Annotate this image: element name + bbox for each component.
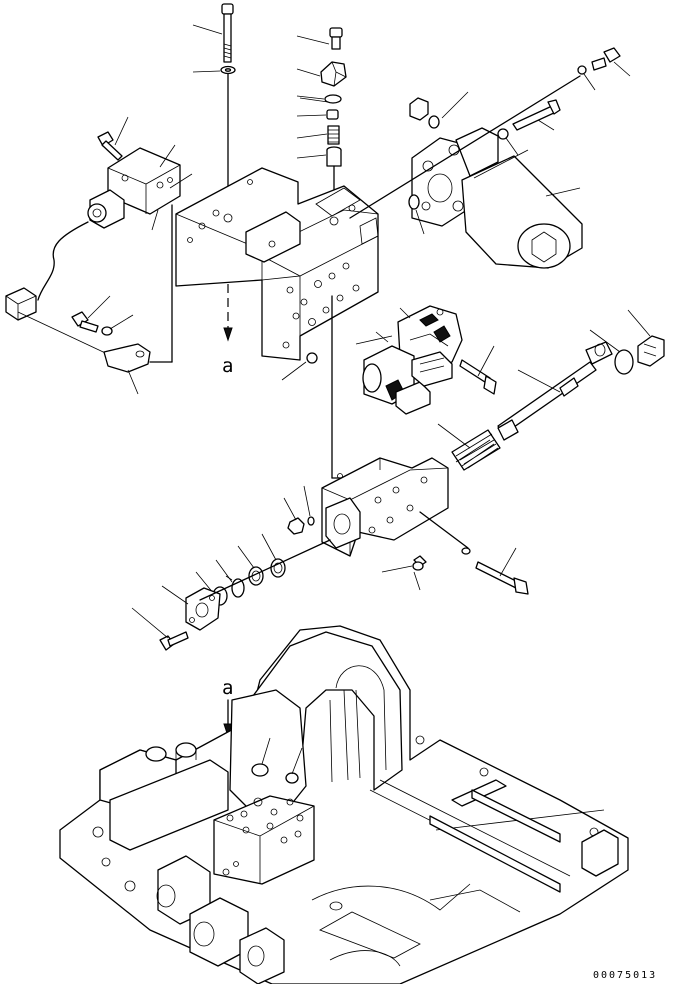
o-ring-small <box>296 94 342 104</box>
plug-bolt-hex <box>409 91 469 129</box>
small-pin <box>281 352 318 381</box>
assembly-line <box>199 539 331 601</box>
top-bolt <box>192 3 234 63</box>
nut-lower <box>283 485 315 535</box>
small-screw <box>296 27 343 50</box>
bolt-left-upper <box>97 116 129 161</box>
main-valve-body <box>175 167 379 361</box>
arrow-down-icon <box>223 723 233 738</box>
main-spring <box>437 423 501 471</box>
bolt-lower-right <box>475 547 529 595</box>
small-spring <box>296 125 340 145</box>
flange-cover <box>161 585 221 631</box>
spool <box>497 341 613 435</box>
bolt-lower-left <box>131 607 189 651</box>
small-nut-lower <box>381 555 427 591</box>
reference-marker-lower: a <box>222 677 233 699</box>
o-ring-cylinder <box>408 194 425 235</box>
reference-marker-upper: a <box>222 355 233 377</box>
plug-cap <box>296 61 347 87</box>
connector-plug <box>5 287 37 321</box>
drawing-number: 00075013 <box>593 970 657 981</box>
wire-harness <box>37 221 89 301</box>
transmission-case <box>59 625 629 985</box>
seal-ring-1 <box>261 533 286 578</box>
clip-bracket <box>103 343 151 395</box>
retainer <box>497 419 519 441</box>
washer-upper-right <box>497 128 519 156</box>
bolt-top-right <box>591 47 631 77</box>
cylinder-body <box>455 127 583 269</box>
leader-line <box>17 311 117 359</box>
washer-left <box>101 314 134 336</box>
sleeve <box>296 146 342 167</box>
solenoid-valve-right <box>355 305 463 415</box>
spacer <box>296 109 339 120</box>
solenoid-valve-left <box>87 144 193 231</box>
lower-valve-body <box>321 457 449 557</box>
washer-top-right <box>577 65 596 91</box>
assembly-line <box>349 75 581 219</box>
seal-ring-2 <box>237 545 264 586</box>
top-washer <box>192 65 236 75</box>
washer-lower-right <box>461 547 471 555</box>
leader-line <box>299 97 329 103</box>
arrow-down-icon <box>223 327 233 342</box>
bolt-solenoid <box>459 345 497 395</box>
plug-right <box>627 309 665 367</box>
bolt-cylinder <box>512 99 561 131</box>
o-ring-right <box>589 329 634 375</box>
assembly-line <box>419 511 469 549</box>
bolt-left-lower <box>71 295 111 333</box>
